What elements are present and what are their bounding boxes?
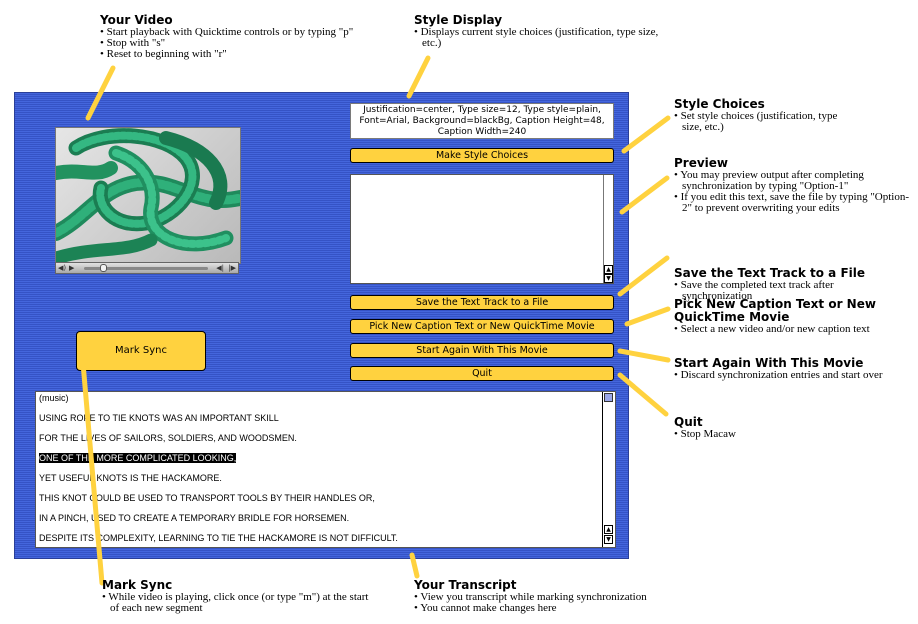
arrow-style-display [406,55,431,99]
annotation-save-track: Save the Text Track to a File Save the c… [674,267,874,302]
transcript-line: DESPITE ITS COMPLEXITY, LEARNING TO TIE … [39,533,398,543]
play-icon[interactable]: ▶ [69,264,75,272]
transcript-area: (music) USING ROPE TO TIE KNOTS WAS AN I… [35,391,616,548]
mark-sync-button[interactable]: Mark Sync [76,331,206,371]
transcript-scrollbar[interactable]: ▲ ▼ [602,392,615,547]
annotation-quit: Quit Stop Macaw [674,416,824,440]
quit-button[interactable]: Quit [350,366,614,381]
transcript-line: IN A PINCH, USED TO CREATE A TEMPORARY B… [39,513,350,523]
transcript-line: FOR THE LIVES OF SAILORS, SOLDIERS, AND … [39,433,297,443]
transcript-line: USING ROPE TO TIE KNOTS WAS AN IMPORTANT… [39,413,279,423]
video-player[interactable] [55,127,241,264]
pick-new-caption-button[interactable]: Pick New Caption Text or New QuickTime M… [350,319,614,334]
video-controls: ◀) ▶ ◀| |▶ [55,262,239,274]
scroll-up-icon[interactable]: ▲ [604,525,613,534]
annotation-mark-sync: Mark Sync While video is playing, click … [102,579,372,614]
video-timeline[interactable] [84,267,208,270]
annotation-pick-new: Pick New Caption Text or New QuickTime M… [674,298,909,335]
volume-icon[interactable]: ◀) [58,264,67,272]
annotation-your-video: Your Video Start playback with Quicktime… [100,14,400,60]
transcript-scroll-thumb[interactable] [604,393,613,402]
transcript-line: (music) [39,393,69,403]
annotation-style-choices: Style Choices Set style choices (justifi… [674,98,854,133]
timeline-thumb[interactable] [100,264,107,272]
scroll-up-icon[interactable]: ▲ [604,265,613,274]
style-display: Justification=center, Type size=12, Type… [350,103,614,139]
rope-knot-image [56,128,240,263]
scroll-down-icon[interactable]: ▼ [604,535,613,544]
preview-text-area[interactable]: ▲ ▼ [350,174,614,284]
step-back-icon[interactable]: ◀| [216,264,224,272]
transcript-line: THIS KNOT COULD BE USED TO TRANSPORT TOO… [39,493,375,503]
transcript-line: YET USEFUL KNOTS IS THE HACKAMORE. [39,473,222,483]
annotation-style-display: Style Display Displays current style cho… [414,14,659,49]
save-text-track-button[interactable]: Save the Text Track to a File [350,295,614,310]
arrow-pick-new [624,306,671,327]
make-style-choices-button[interactable]: Make Style Choices [350,148,614,163]
arrow-style-choices [621,115,671,154]
transcript-line-selected: ONE OF THE MORE COMPLICATED LOOKING, [39,453,237,463]
scroll-down-icon[interactable]: ▼ [604,274,613,283]
annotation-preview: Preview You may preview output after com… [674,157,914,214]
annotation-start-again: Start Again With This Movie Discard sync… [674,357,884,381]
preview-scrollbar[interactable]: ▲ ▼ [603,175,613,283]
step-forward-icon[interactable]: |▶ [228,264,236,272]
start-again-button[interactable]: Start Again With This Movie [350,343,614,358]
annotation-your-transcript: Your Transcript View you transcript whil… [414,579,714,614]
